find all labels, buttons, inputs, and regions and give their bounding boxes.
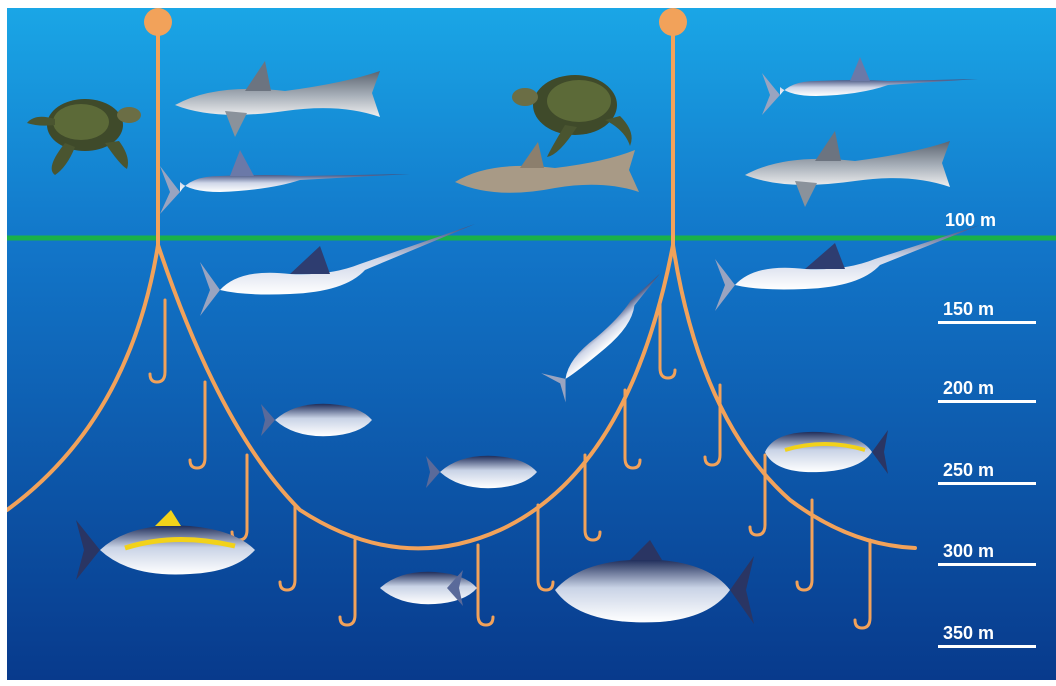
depth-label-350: 350 m (943, 623, 994, 643)
longline-fishing-diagram: 100 m 150 m 200 m 250 m 300 m 350 m (7, 8, 1056, 680)
depth-tick-200 (938, 400, 1036, 403)
depth-label-100: 100 m (945, 210, 996, 230)
buoy-left (144, 8, 172, 36)
depth-tick-350 (938, 645, 1036, 648)
depth-label-300: 300 m (943, 541, 994, 561)
depth-tick-150 (938, 321, 1036, 324)
depth-label-150: 150 m (943, 299, 994, 319)
buoy-right (659, 8, 687, 36)
depth-tick-300 (938, 563, 1036, 566)
depth-tick-250 (938, 482, 1036, 485)
depth-label-200: 200 m (943, 378, 994, 398)
depth-label-250: 250 m (943, 460, 994, 480)
